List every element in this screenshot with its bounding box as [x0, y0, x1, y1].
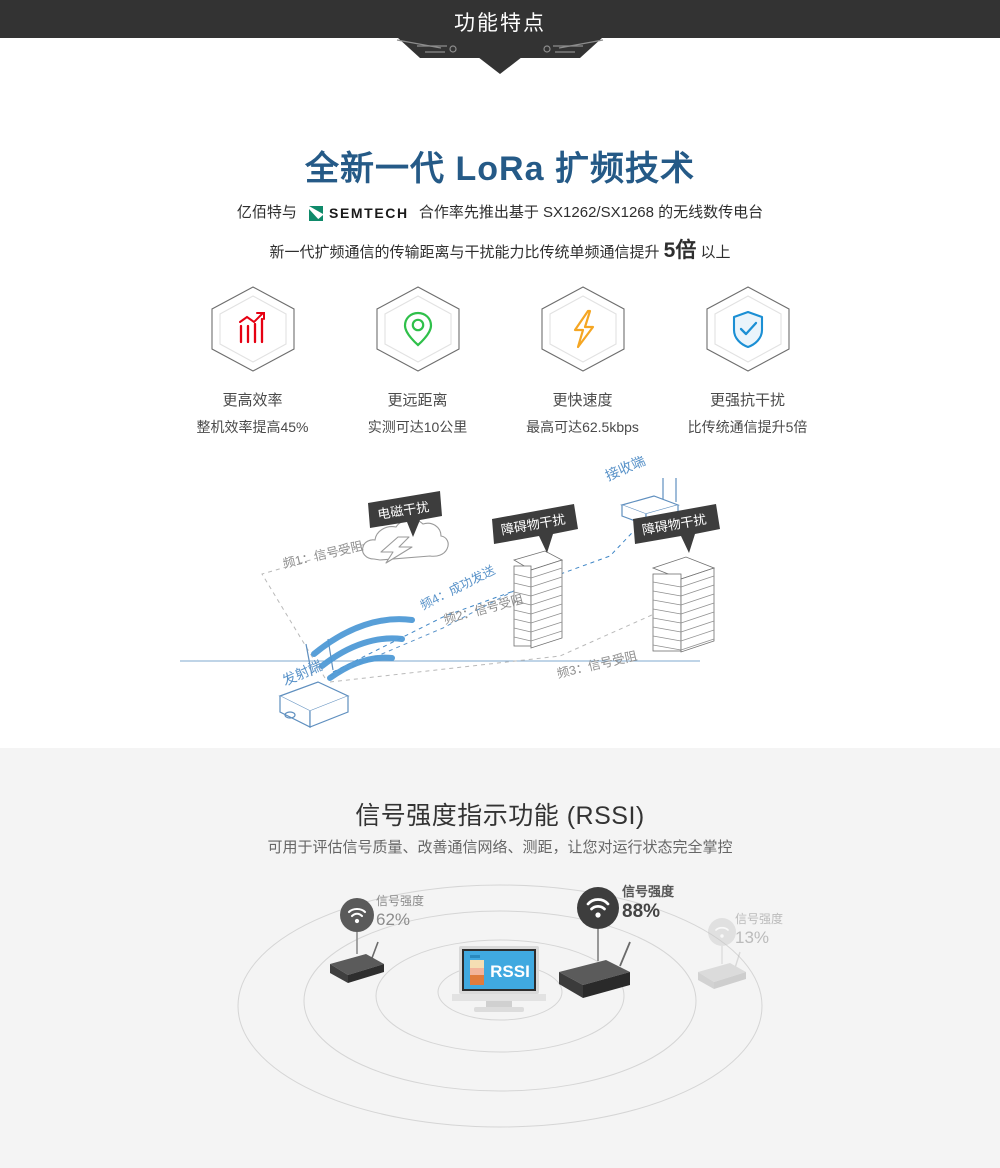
path-freq1	[261, 533, 401, 679]
building-1	[512, 550, 564, 649]
rssi-node-right	[698, 918, 746, 989]
rssi-node-left	[330, 898, 384, 983]
feature-title: 更强抗干扰	[709, 392, 785, 409]
electromagnetic-cloud-icon	[362, 518, 449, 564]
hero-line2-prefix: 新一代扩频通信的传输距离与干扰能力比传统单频通信提升	[269, 244, 660, 261]
rssi-label-text: 信号强度	[622, 884, 675, 899]
banner-tab-shape	[398, 38, 602, 58]
rssi-value-text: 88%	[622, 901, 661, 923]
rssi-illustration: RSSI	[0, 876, 1000, 1166]
path-label-freq1: 频1：信号受阻	[282, 539, 365, 571]
wifi-badge-icon	[577, 887, 619, 929]
rssi-title: 信号强度指示功能 (RSSI)	[355, 802, 645, 830]
interference-diagram: 电磁干扰 障碍物干扰 障碍物干扰 发射端 接收端 频1：信号受阻 频4：成功发送…	[0, 456, 1000, 746]
path-label-freq3: 频3：信号受阻	[556, 649, 639, 681]
rssi-label-center-right: 信号强度 88%	[622, 884, 674, 924]
feature-title: 更远距离	[387, 392, 448, 409]
feature-title: 更快速度	[552, 392, 613, 409]
hexagon-frame	[375, 286, 461, 372]
rssi-value-text: 13%	[735, 928, 770, 947]
rssi-device-center-right	[559, 941, 631, 998]
rssi-device-left	[330, 941, 384, 983]
semtech-wordmark: SEMTECH	[329, 205, 409, 222]
banner-title: 功能特点	[454, 12, 546, 35]
rssi-label-text: 信号强度	[376, 894, 425, 908]
path-label-freq2: 频2：信号受阻	[442, 592, 525, 627]
hexagon-frame	[705, 286, 791, 372]
monitor-screen-label: RSSI	[490, 962, 530, 981]
hero-line2-suffix: 以上	[700, 244, 731, 261]
banner-decoration-right-icon	[535, 36, 605, 58]
lightning-bolt-icon	[573, 309, 594, 349]
hexagon-frame	[210, 286, 296, 372]
banner-decoration-left-icon	[395, 36, 465, 58]
receiver-label: 接收端	[603, 456, 648, 484]
path-freq4	[332, 515, 649, 673]
feature-list: 更高效率 整机效率提高45% 更远距离 实测可达10公里	[170, 286, 830, 437]
section-lora-features: 全新一代 LoRa 扩频技术 亿佰特与 SEMTECH 合作率先推出基于 SX1…	[0, 38, 1000, 748]
wifi-badge-icon	[708, 918, 736, 946]
signal-range-rings	[237, 884, 763, 1128]
semtech-logo: SEMTECH	[307, 204, 409, 222]
badge-electromagnetic-interference: 电磁干扰	[368, 491, 442, 537]
feature-item-speed: 更快速度 最高可达62.5kbps	[500, 286, 665, 437]
rssi-monitor: RSSI	[452, 946, 546, 1012]
location-pin-icon	[403, 311, 432, 347]
rssi-value-text: 62%	[376, 910, 411, 929]
hero-line1-suffix: 合作率先推出基于 SX1262/SX1268 的无线数传电台	[418, 204, 764, 221]
rssi-device-right	[698, 951, 746, 989]
hexagon-frame	[540, 286, 626, 372]
feature-desc: 比传统通信提升5倍	[687, 419, 808, 435]
feature-title: 更高效率	[222, 392, 283, 409]
hero-subtitle-line-1: 亿佰特与 SEMTECH 合作率先推出基于 SX1262/SX1268 的无线数…	[0, 201, 1000, 222]
page-title: 全新一代 LoRa 扩频技术	[305, 150, 695, 188]
transmitter-device-icon	[278, 638, 350, 728]
section-rssi: 信号强度指示功能 (RSSI) 可用于评估信号质量、改善通信网络、测距，让您对运…	[0, 748, 1000, 1168]
semtech-mark-icon	[307, 204, 325, 222]
hero-line2-highlight: 5倍	[663, 239, 697, 262]
hero-subtitle-line-2: 新一代扩频通信的传输距离与干扰能力比传统单频通信提升 5倍 以上	[0, 234, 1000, 264]
section-banner: 功能特点	[0, 0, 1000, 74]
feature-desc: 实测可达10公里	[367, 419, 468, 435]
rssi-label-right: 信号强度 13%	[735, 912, 783, 948]
bar-chart-up-icon	[238, 312, 265, 344]
feature-item-efficiency: 更高效率 整机效率提高45%	[170, 286, 335, 437]
feature-item-anti-interference: 更强抗干扰 比传统通信提升5倍	[665, 286, 830, 437]
rssi-subtitle: 可用于评估信号质量、改善通信网络、测距，让您对运行状态完全掌控	[267, 839, 733, 856]
path-freq3	[329, 605, 673, 683]
badge-obstacle-interference-1: 障碍物干扰	[492, 504, 578, 553]
feature-item-distance: 更远距离 实测可达10公里	[335, 286, 500, 437]
badge-obstacle-interference-2: 障碍物干扰	[633, 504, 720, 553]
rssi-label-left: 信号强度 62%	[376, 894, 424, 930]
feature-desc: 最高可达62.5kbps	[526, 419, 639, 435]
shield-check-icon	[732, 310, 763, 349]
rssi-label-text: 信号强度	[735, 912, 784, 926]
feature-desc: 整机效率提高45%	[196, 419, 309, 435]
rssi-node-center-right	[559, 887, 631, 998]
wifi-badge-icon	[340, 898, 374, 932]
building-2	[651, 556, 716, 653]
transmitter-signal-waves-icon	[311, 616, 415, 681]
hero-line1-prefix: 亿佰特与	[236, 204, 297, 221]
